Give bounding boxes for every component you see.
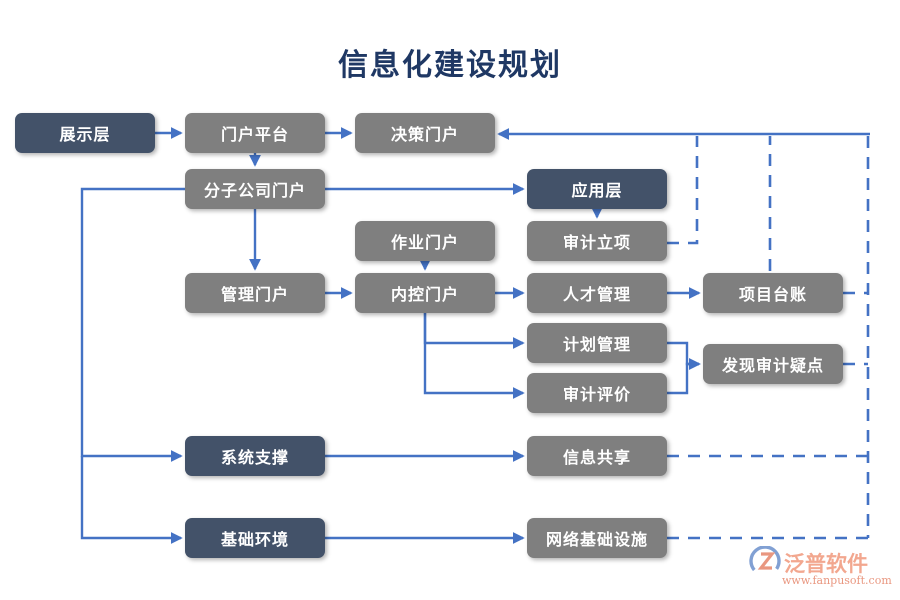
- node-shenjilixiang[interactable]: 审计立项: [527, 221, 667, 261]
- node-label: 管理门户: [220, 285, 289, 304]
- node-xiangmutaizhang[interactable]: 项目台账: [703, 273, 843, 313]
- link-fenzigongsimenhu-jichuhuanjing: [80, 456, 183, 544]
- node-label: 审计评价: [562, 385, 631, 404]
- node-guanlimenhu[interactable]: 管理门户: [185, 273, 325, 313]
- node-label: 决策门户: [390, 125, 459, 144]
- node-label: 项目台账: [738, 285, 807, 304]
- link-fenzigongsimenhu-xitongzhicheng: [80, 187, 185, 462]
- node-shenjipingjia[interactable]: 审计评价: [527, 373, 667, 413]
- node-wangluojichusheshi[interactable]: 网络基础设施: [527, 518, 667, 558]
- fanpu-logo-icon: [749, 545, 781, 577]
- node-label: 信息共享: [562, 448, 631, 467]
- page-title: 信息化建设规划: [338, 48, 562, 83]
- node-fenzigongsimenhu[interactable]: 分子公司门户: [185, 169, 325, 209]
- node-label: 内控门户: [390, 285, 459, 304]
- node-label: 计划管理: [562, 335, 631, 354]
- link-shenjipingjia-faxianshenjiyidian: [667, 358, 701, 395]
- link-neikongmenhu-shenjipingjia: [423, 313, 525, 399]
- node-label: 网络基础设施: [545, 530, 648, 549]
- node-label: 系统支撑: [220, 448, 289, 467]
- node-jichuhuanjing[interactable]: 基础环境: [185, 518, 325, 558]
- node-zuoyemenhu[interactable]: 作业门户: [355, 221, 495, 261]
- node-xinxigongxiang[interactable]: 信息共享: [527, 436, 667, 476]
- node-xitongzhicheng[interactable]: 系统支撑: [185, 436, 325, 476]
- node-label: 分子公司门户: [203, 181, 306, 200]
- node-label: 应用层: [571, 181, 623, 200]
- dashed-shenjilixiang-feedback: [667, 136, 699, 245]
- node-label: 人才管理: [562, 285, 631, 304]
- node-jihuaguanli[interactable]: 计划管理: [527, 323, 667, 363]
- node-label: 展示层: [59, 125, 111, 144]
- node-label: 发现审计疑点: [721, 356, 824, 375]
- node-menhupingtai[interactable]: 门户平台: [185, 113, 325, 153]
- node-label: 门户平台: [220, 125, 289, 144]
- node-zhanshiceng[interactable]: 展示层: [15, 113, 155, 153]
- watermark-url: www.fanpusoft.com: [782, 574, 892, 587]
- node-faxianshenjiyidian[interactable]: 发现审计疑点: [703, 344, 843, 384]
- node-neikongmenhu[interactable]: 内控门户: [355, 273, 495, 313]
- watermark-brand: 泛普软件: [784, 552, 868, 576]
- node-label: 基础环境: [220, 530, 289, 549]
- node-rencaiguanli[interactable]: 人才管理: [527, 273, 667, 313]
- node-juecemenhu[interactable]: 决策门户: [355, 113, 495, 153]
- node-label: 审计立项: [562, 233, 631, 252]
- node-yingyongceng[interactable]: 应用层: [527, 169, 667, 209]
- watermark: 泛普软件 www.fanpusoft.com: [748, 545, 894, 592]
- node-label: 作业门户: [390, 233, 459, 252]
